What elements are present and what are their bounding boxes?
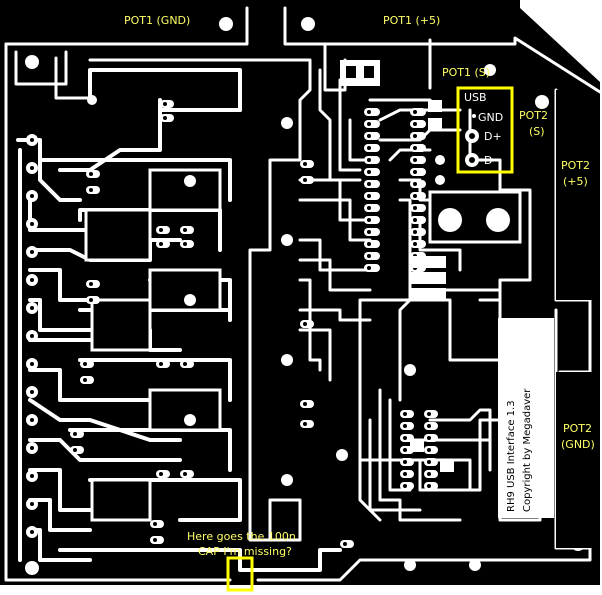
label-pot2-plus5-1: POT2	[561, 159, 590, 172]
ic-pad	[410, 120, 426, 128]
ic-pad	[364, 264, 380, 272]
label-pot1-plus5: POT1 (+5)	[383, 14, 440, 27]
chip-outlines	[84, 168, 522, 522]
ic-pad	[410, 168, 426, 176]
ic-pad-column	[364, 108, 438, 490]
label-pot2-s-2: (S)	[529, 125, 545, 138]
label-usb-dplus: D+	[484, 130, 502, 143]
usb-highlight-box	[456, 86, 514, 174]
credit-line1: Copyright by Megadaver	[522, 388, 533, 512]
ic-pad	[410, 192, 426, 200]
ic-pad	[364, 156, 380, 164]
ic-pad	[364, 252, 380, 260]
label-pot2-s-1: POT2	[519, 109, 548, 122]
label-pot2-gnd-2: (GND)	[561, 438, 595, 451]
label-pot2-plus5-2: (+5)	[563, 175, 588, 188]
ic-pad	[410, 204, 426, 212]
ic-pad	[364, 240, 380, 248]
ic-pad	[410, 228, 426, 236]
ic-pad	[410, 240, 426, 248]
ic-pad	[364, 192, 380, 200]
missing-cap-box	[226, 556, 254, 592]
label-pot1-s: POT1 (S)	[442, 66, 490, 79]
ic-pad	[364, 132, 380, 140]
label-usb-dminus: D-	[484, 154, 496, 167]
ic-pad	[410, 144, 426, 152]
ic-pad	[364, 168, 380, 176]
left-pad-column	[26, 100, 354, 548]
ic-pad	[364, 144, 380, 152]
ic-pad	[364, 216, 380, 224]
right-copper-zones	[498, 90, 592, 548]
ic-pad	[364, 228, 380, 236]
misc-pads	[87, 60, 454, 472]
ic-pad	[364, 120, 380, 128]
ic-traces	[298, 68, 502, 522]
ic-pad	[410, 216, 426, 224]
ic-pad	[410, 132, 426, 140]
note-line1: Here goes the 100n	[187, 530, 296, 543]
label-pot2-gnd-1: POT2	[563, 422, 592, 435]
ic-pad	[364, 108, 380, 116]
note-line2: CAP I'm missing?	[198, 545, 292, 558]
label-pot1-gnd: POT1 (GND)	[124, 14, 190, 27]
ic-pad	[364, 180, 380, 188]
credit-block: Copyright by Megadaver RH9 USB Interface…	[506, 388, 533, 512]
ic-pad	[364, 204, 380, 212]
label-usb: USB	[464, 91, 487, 104]
credit-line2: RH9 USB Interface 1.3	[506, 400, 517, 512]
ic-pad	[410, 180, 426, 188]
ic-pad	[410, 108, 426, 116]
usb-gnd-pad	[472, 114, 476, 118]
ic-pad	[410, 156, 426, 164]
label-usb-gnd: GND	[478, 111, 503, 124]
